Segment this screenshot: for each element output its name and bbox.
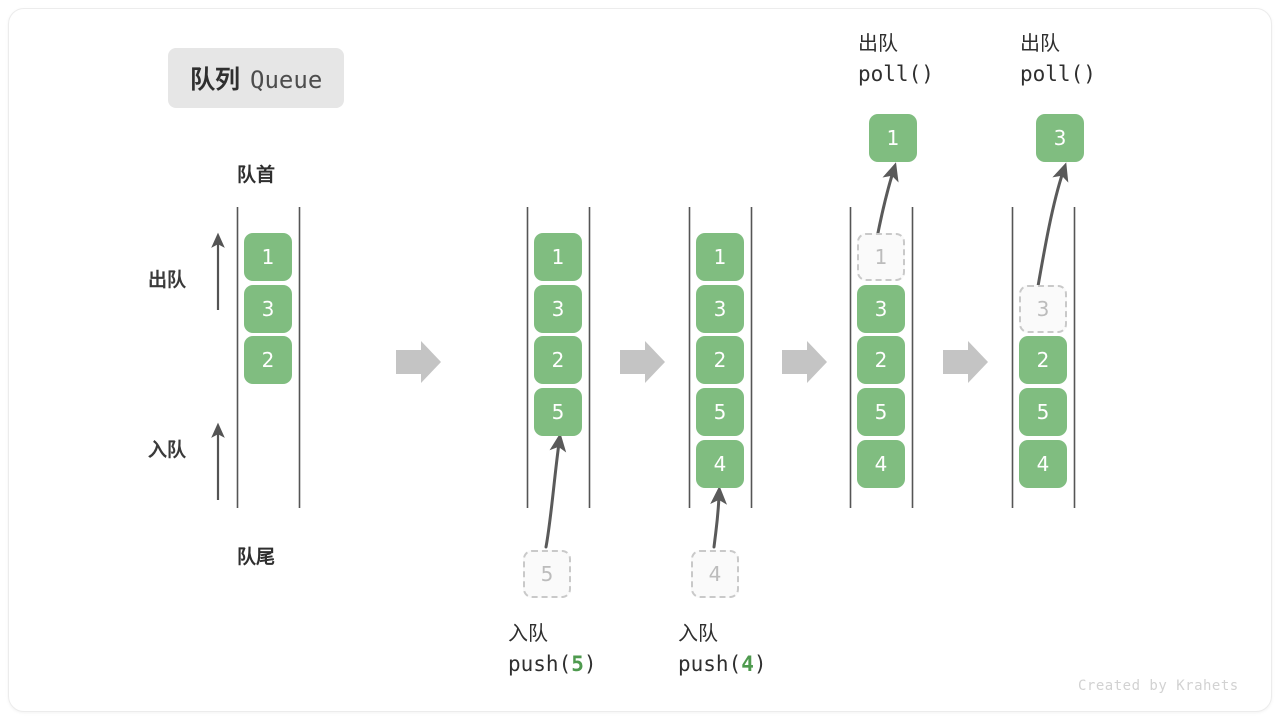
cell-c3-r5: 4 [696, 440, 744, 488]
poll-3-arrow [1035, 162, 1069, 294]
cell-c4-r4: 5 [857, 388, 905, 436]
cell-c5-r3: 2 [1019, 336, 1067, 384]
cell-c4-r3: 2 [857, 336, 905, 384]
step-arrow-3 [782, 341, 827, 383]
op-close-push-5: ) [583, 652, 597, 676]
title-badge-wrap: 队列 Queue [168, 48, 345, 108]
step-arrow-1 [396, 341, 441, 383]
cell-c5-r2-ghost: 3 [1019, 285, 1067, 333]
enqueue-side-label: 入队 [148, 440, 187, 461]
cell-c1-r3: 2 [244, 336, 292, 384]
step-arrow-2 [620, 341, 665, 383]
cell-c2-r1: 1 [534, 233, 582, 281]
cell-c4-r1-ghost: 1 [857, 233, 905, 281]
op-caption-push-4: 入队 push(4) [678, 620, 767, 679]
op-fn-push-5: push( [508, 652, 572, 676]
cell-c4-r5: 4 [857, 440, 905, 488]
incoming-ghost-5: 5 [523, 550, 571, 598]
cell-c1-r1: 1 [244, 233, 292, 281]
op-caption-poll-1: 出队 poll() [858, 30, 934, 89]
step-arrows [396, 341, 988, 383]
cell-c3-r4: 5 [696, 388, 744, 436]
cell-c2-r3: 2 [534, 336, 582, 384]
cell-c4-r2: 3 [857, 285, 905, 333]
op-fn-push-4: push( [678, 652, 742, 676]
op-caption-push-5: 入队 push(5) [508, 620, 597, 679]
push-5-arrow [544, 432, 567, 549]
dequeue-side-label: 出队 [148, 270, 187, 291]
cell-c3-r1: 1 [696, 233, 744, 281]
op-code-push-4: push(4) [678, 649, 767, 679]
queue-rails [236, 207, 1076, 508]
cell-c5-r4: 5 [1019, 388, 1067, 436]
cell-c3-r3: 2 [696, 336, 744, 384]
op-close-poll-1: ) [921, 62, 934, 86]
push-4-arrow [710, 485, 728, 549]
title-cn: 队列 [190, 66, 241, 94]
cell-c3-r2: 3 [696, 285, 744, 333]
op-caption-poll-3: 出队 poll() [1020, 30, 1096, 89]
op-fn-poll-3: poll( [1020, 62, 1084, 86]
op-code-poll-3: poll() [1020, 59, 1096, 89]
step-arrow-4 [943, 341, 988, 383]
cell-c5-r5: 4 [1019, 440, 1067, 488]
op-arg-push-5: 5 [571, 652, 584, 676]
title-badge: 队列 Queue [168, 48, 345, 108]
queue-front-label: 队首 [237, 165, 276, 186]
op-fn-poll-1: poll( [858, 62, 922, 86]
cell-c1-r2: 3 [244, 285, 292, 333]
queue-rear-label: 队尾 [237, 547, 276, 568]
op-arg-push-4: 4 [741, 652, 754, 676]
op-cn-poll-3: 出队 [1020, 33, 1060, 55]
cell-c2-r4: 5 [534, 388, 582, 436]
watermark: Created by Krahets [1078, 678, 1239, 694]
op-code-push-5: push(5) [508, 649, 597, 679]
incoming-ghost-4: 4 [691, 550, 739, 598]
popped-cell-1: 1 [869, 114, 917, 162]
op-cn-poll-1: 出队 [858, 33, 898, 55]
cell-c2-r2: 3 [534, 285, 582, 333]
op-cn-push-5: 入队 [508, 623, 548, 645]
popped-cell-3: 3 [1036, 114, 1084, 162]
op-close-poll-3: ) [1083, 62, 1096, 86]
title-en: Queue [250, 66, 323, 94]
op-code-poll-1: poll() [858, 59, 934, 89]
op-cn-push-4: 入队 [678, 623, 718, 645]
op-close-push-4: ) [753, 652, 767, 676]
